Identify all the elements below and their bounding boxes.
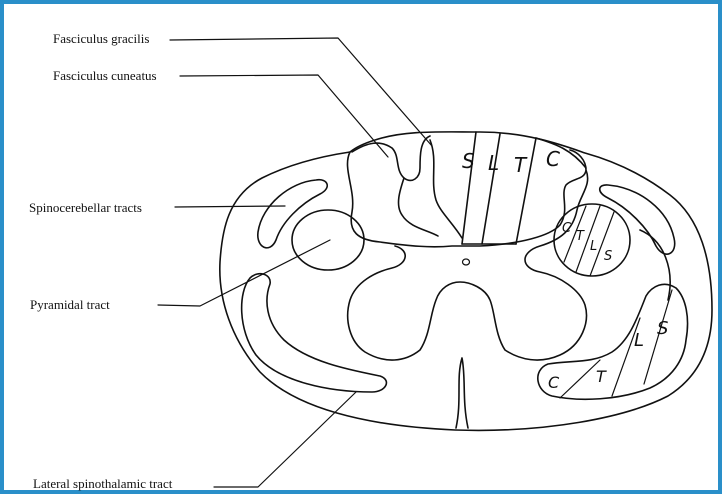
pyramidal-segment-t: T — [576, 229, 585, 244]
leader-spinothalamic — [214, 392, 356, 487]
right-lateral-spinothalamic-tract: C T L S — [538, 284, 688, 399]
cuneatus-region — [398, 178, 438, 236]
pyramidal-segment-s: S — [604, 249, 612, 264]
dorsal-segment-c: C — [546, 147, 560, 171]
anterior-median-fissure — [456, 358, 468, 428]
leader-gracilis — [170, 38, 432, 146]
cord-outline — [220, 132, 712, 431]
leader-lines — [158, 38, 432, 487]
central-canal — [463, 259, 470, 265]
pyramidal-segment-l: L — [590, 239, 597, 254]
right-pyramidal-tract: C T L S — [554, 204, 630, 276]
dorsal-segment-l: L — [488, 151, 499, 175]
dorsal-segment-t: T — [514, 153, 528, 177]
pyramidal-segment-c: C — [562, 221, 572, 236]
gracilis-region — [352, 136, 430, 180]
leader-cuneatus — [180, 75, 388, 157]
grey-matter — [347, 150, 587, 360]
left-pyramidal-tract — [292, 210, 364, 270]
dorsal-median-septum — [430, 140, 462, 238]
dorsal-segment-s: S — [462, 149, 475, 173]
spinothalamic-segment-c: C — [548, 373, 560, 392]
spinothalamic-segment-s: S — [657, 318, 668, 339]
leader-pyramidal — [158, 240, 330, 306]
spinothalamic-segment-t: T — [596, 367, 607, 386]
right-lateral-arc — [640, 230, 670, 300]
spinothalamic-segment-l: L — [634, 330, 644, 351]
